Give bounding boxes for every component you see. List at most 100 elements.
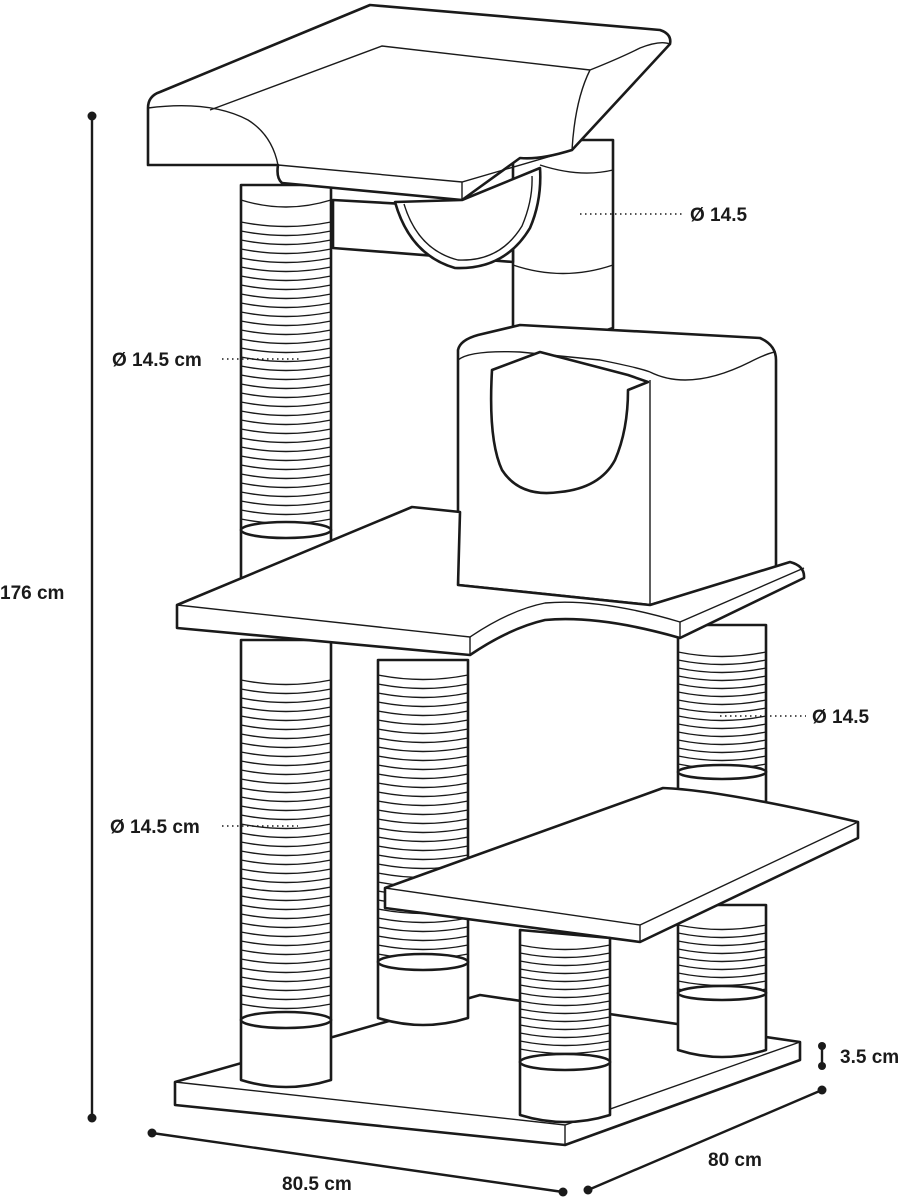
sisal-winding: [377, 719, 469, 726]
sisal-winding: [240, 724, 332, 731]
sisal-winding: [240, 904, 332, 911]
sisal-winding: [240, 949, 332, 956]
sisal-winding: [677, 715, 767, 722]
sisal-winding: [240, 419, 332, 426]
sisal-winding: [240, 841, 332, 848]
sisal-winding: [240, 877, 332, 884]
sisal-winding: [519, 976, 611, 983]
sisal-winding: [519, 1008, 611, 1015]
sisal-winding: [677, 651, 767, 658]
sisal-winding: [677, 683, 767, 690]
diameter-label-lower-left: Ø 14.5 cm: [110, 817, 200, 838]
sisal-winding: [240, 230, 332, 237]
sisal-winding: [677, 659, 767, 666]
sisal-winding: [240, 931, 332, 938]
sisal-winding: [240, 257, 332, 264]
sisal-winding: [677, 667, 767, 674]
sisal-winding: [377, 782, 469, 789]
sisal-winding: [677, 755, 767, 762]
sisal-winding: [240, 796, 332, 803]
sisal-winding: [519, 992, 611, 999]
sisal-winding: [240, 473, 332, 480]
sisal-winding: [377, 944, 469, 951]
sisal-winding: [519, 1040, 611, 1047]
sisal-winding: [240, 293, 332, 300]
base-thickness-dimension: [818, 1042, 826, 1070]
sisal-winding: [240, 859, 332, 866]
sisal-winding: [519, 1016, 611, 1023]
sisal-winding: [377, 854, 469, 861]
sisal-winding: [240, 383, 332, 390]
sisal-winding: [377, 818, 469, 825]
sisal-winding: [240, 688, 332, 695]
sisal-winding: [240, 365, 332, 372]
sisal-winding: [377, 836, 469, 843]
sisal-winding: [377, 746, 469, 753]
sisal-winding: [519, 968, 611, 975]
sisal-winding: [240, 284, 332, 291]
sisal-winding: [377, 935, 469, 942]
sisal-winding: [377, 791, 469, 798]
base-width-dimension: [147, 1128, 568, 1197]
sisal-winding: [240, 509, 332, 516]
sisal-winding: [240, 410, 332, 417]
sisal-winding: [240, 482, 332, 489]
sisal-winding: [240, 302, 332, 309]
sisal-winding: [377, 926, 469, 933]
post-top-right: [511, 138, 615, 339]
sisal-winding: [377, 764, 469, 771]
sisal-winding: [240, 266, 332, 273]
sisal-winding: [240, 832, 332, 839]
sisal-winding: [240, 976, 332, 983]
sisal-winding: [677, 932, 767, 939]
sisal-winding: [240, 823, 332, 830]
sisal-winding: [240, 850, 332, 857]
sisal-winding: [240, 769, 332, 776]
sisal-winding: [519, 984, 611, 991]
sisal-winding: [240, 751, 332, 758]
height-dimension: [87, 111, 97, 1123]
base-plate: [173, 993, 802, 1147]
sisal-winding: [240, 994, 332, 1001]
sisal-winding: [677, 972, 767, 979]
sisal-winding: [677, 731, 767, 738]
sisal-winding: [377, 845, 469, 852]
sisal-winding: [240, 760, 332, 767]
sisal-winding: [240, 221, 332, 228]
sisal-winding: [677, 956, 767, 963]
post-lower-left: [239, 638, 333, 1089]
sisal-winding: [240, 356, 332, 363]
sisal-winding: [240, 446, 332, 453]
sisal-winding: [240, 778, 332, 785]
post-lower-right-rear: [676, 903, 768, 1059]
diameter-label-mid-right: Ø 14.5: [812, 707, 869, 728]
sisal-winding: [240, 392, 332, 399]
sisal-winding: [677, 964, 767, 971]
sisal-winding: [240, 679, 332, 686]
sisal-winding: [677, 691, 767, 698]
sisal-winding: [519, 1032, 611, 1039]
sisal-winding: [240, 374, 332, 381]
sisal-winding: [677, 739, 767, 746]
sisal-winding: [377, 728, 469, 735]
condo-box: [456, 323, 778, 607]
sisal-winding: [519, 960, 611, 967]
sisal-winding: [240, 491, 332, 498]
sisal-winding: [240, 706, 332, 713]
sisal-winding: [240, 338, 332, 345]
sisal-winding: [377, 701, 469, 708]
sisal-winding: [240, 437, 332, 444]
sisal-winding: [240, 715, 332, 722]
base-depth-dimension: [583, 1085, 827, 1195]
base-width-label: 80.5 cm: [282, 1174, 352, 1195]
sisal-winding: [240, 922, 332, 929]
sisal-winding: [240, 787, 332, 794]
sisal-winding: [677, 747, 767, 754]
base-depth-label: 80 cm: [708, 1150, 762, 1171]
sisal-winding: [240, 500, 332, 507]
sisal-winding: [240, 940, 332, 947]
lower-step-platform: [383, 786, 860, 944]
sisal-winding: [519, 1024, 611, 1031]
post-lower-front-right: [518, 928, 612, 1124]
